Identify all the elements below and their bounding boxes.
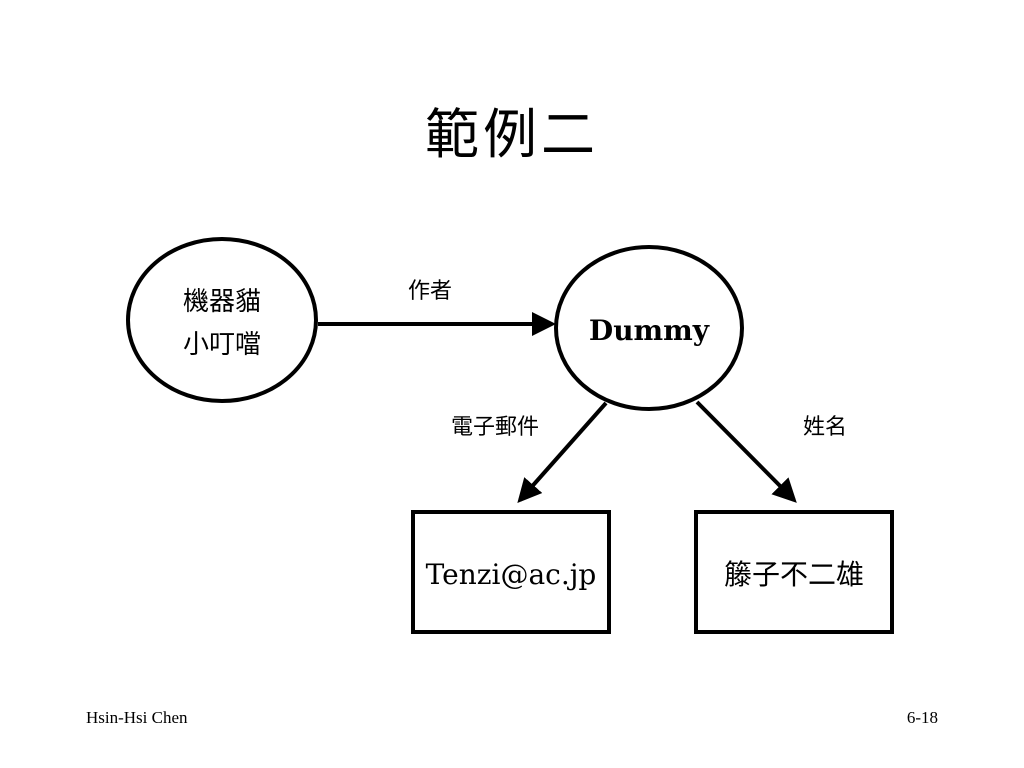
email-node-label: Tenzi@ac.jp (426, 558, 597, 591)
source-node-ellipse (126, 237, 318, 403)
edge-email-label: 電子郵件 (451, 415, 539, 440)
slide-title: 範例二 (425, 103, 599, 166)
source-node: 機器貓 小叮噹 (126, 237, 318, 403)
footer-author: Hsin-Hsi Chen (86, 708, 188, 727)
edge-author: 作者 (318, 279, 556, 336)
edge-email-arrow (517, 401, 608, 503)
footer-page-number: 6-18 (906, 708, 938, 727)
source-node-label-line1: 機器貓 (183, 287, 261, 317)
edge-email: 電子郵件 (451, 401, 608, 503)
dummy-node-ellipse (554, 245, 744, 411)
email-node-box (411, 510, 611, 634)
edge-name: 姓名 (695, 400, 847, 503)
name-node-label: 籐子不二雄 (724, 558, 864, 591)
dummy-node: Dummy (554, 245, 744, 411)
edge-author-label: 作者 (408, 279, 452, 304)
email-node: Tenzi@ac.jp (411, 510, 611, 634)
edge-name-label: 姓名 (803, 415, 847, 440)
dummy-node-label: Dummy (589, 314, 710, 347)
edge-name-arrow (695, 400, 797, 503)
name-node-box (694, 510, 894, 634)
source-node-label-line2: 小叮噹 (183, 330, 261, 360)
name-node: 籐子不二雄 (694, 510, 894, 634)
